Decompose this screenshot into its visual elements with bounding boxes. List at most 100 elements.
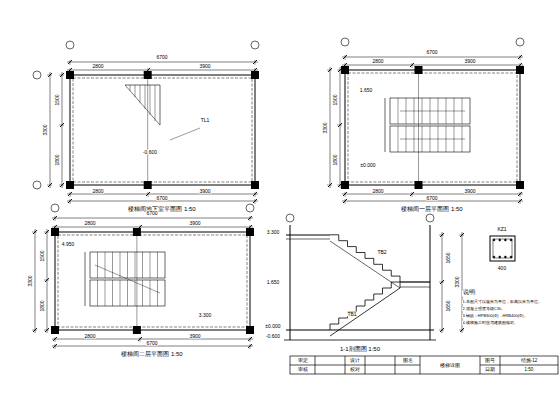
drawing-line: [160, 85, 161, 125]
drawing-line: [338, 183, 342, 187]
title-block: [290, 356, 558, 374]
drawing-line: [138, 337, 142, 341]
drawing-line: [255, 192, 256, 197]
drawing-line: [70, 68, 71, 73]
drawing-line: [385, 98, 386, 152]
drawing-line: [460, 233, 464, 237]
axis-bubble: [33, 181, 41, 189]
drawing-line: [250, 337, 251, 342]
drawing-line: [147, 75, 148, 185]
drawing-line: [345, 192, 346, 197]
drawing-line: [105, 252, 106, 278]
drawing-line: [412, 63, 413, 68]
drawing-line: [112, 252, 113, 278]
dimension-text: 3900: [189, 221, 201, 226]
dimension-text: 2800: [92, 189, 104, 194]
drawing-line: [337, 125, 342, 126]
drawing-line: [146, 192, 150, 196]
drawing-line: [85, 252, 86, 306]
dimension-text: 6700: [146, 341, 158, 346]
column: [251, 181, 259, 189]
drawing-line: [150, 280, 151, 306]
drawing-line: [459, 330, 464, 331]
drawing-line: [286, 234, 330, 235]
dimension-text: 400: [497, 266, 506, 271]
drawing-line: [60, 73, 64, 77]
dimension-text: 1650: [446, 300, 451, 312]
drawing-line: [32, 330, 37, 331]
drawing-line: [250, 225, 251, 230]
drawing-line: [248, 344, 252, 348]
drawing-line: [418, 70, 419, 185]
drawing-line: [400, 281, 430, 282]
drawing-line: [67, 194, 258, 195]
drawing-line: [135, 280, 136, 306]
elevation-text: 3.300: [266, 230, 280, 235]
drawing-line: [337, 185, 342, 186]
drawing-line: [120, 280, 121, 306]
drawing-line: [400, 139, 465, 140]
drawing-line: [62, 72, 63, 188]
drawing-line: [68, 192, 72, 196]
drawing-line: [250, 216, 251, 221]
drawing-line: [250, 344, 251, 349]
dimension-text: 1500: [40, 250, 45, 262]
drawing-line: [343, 55, 347, 59]
drawing-line: [33, 328, 37, 332]
drawing-line: [327, 185, 332, 186]
drawing-line: [253, 60, 257, 64]
drawing-line: [148, 68, 149, 73]
drawing-line: [52, 227, 253, 228]
column: [66, 181, 74, 189]
dimension-text: 1800: [55, 154, 60, 166]
wall-outline: [70, 75, 255, 185]
dimension-text: 3900: [189, 334, 201, 339]
member-tag: TB1: [347, 312, 357, 317]
drawing-line: [97, 252, 98, 278]
wall-outline: [345, 70, 520, 185]
axis-bubble: [246, 204, 254, 212]
drawing-line: [398, 98, 399, 124]
dimension-text: 1650: [446, 252, 451, 264]
drawing-line: [120, 252, 121, 278]
drawing-line: [253, 192, 257, 196]
column: [516, 181, 524, 189]
note-text: 2.混凝土强度等级C30。: [462, 307, 506, 311]
drawing-line: [97, 280, 98, 306]
drawing-line: [255, 68, 256, 73]
dimension-text: 6700: [426, 196, 438, 201]
drawing-line: [328, 68, 332, 72]
dimension-text: 1800: [40, 300, 45, 312]
drawing-line: [127, 252, 128, 278]
drawing-line: [52, 346, 253, 347]
drawing-line: [398, 126, 399, 152]
drawing-line: [345, 199, 346, 204]
member-tag: TL1: [200, 118, 210, 123]
drawing-line: [136, 232, 137, 330]
drawing-line: [400, 282, 401, 288]
elevation-text: -0.600: [142, 150, 157, 155]
drawing-line: [55, 337, 56, 342]
drawing-line: [45, 230, 49, 234]
drawing-line: [412, 192, 413, 197]
drawing-line: [53, 225, 57, 229]
axis-bubble: [341, 38, 349, 46]
drawing-line: [286, 239, 330, 240]
drawing-line: [342, 65, 523, 66]
drawing-line: [157, 252, 158, 278]
drawing-line: [520, 199, 521, 204]
drawing-line: [255, 60, 256, 65]
dimension-text: 6700: [156, 55, 168, 60]
drawing-line: [53, 344, 57, 348]
drawing-line: [338, 68, 342, 72]
axis-bubble: [286, 214, 294, 222]
drawing-line: [45, 328, 49, 332]
drawing-line: [55, 216, 56, 221]
drawing-line: [142, 252, 143, 278]
axis-bubble: [51, 204, 59, 212]
drawing-title: 楼梯间一层平面图 1:50: [401, 206, 463, 212]
stair-flight: [330, 282, 400, 330]
drawing-line: [146, 68, 150, 72]
drawing-line: [343, 63, 347, 67]
